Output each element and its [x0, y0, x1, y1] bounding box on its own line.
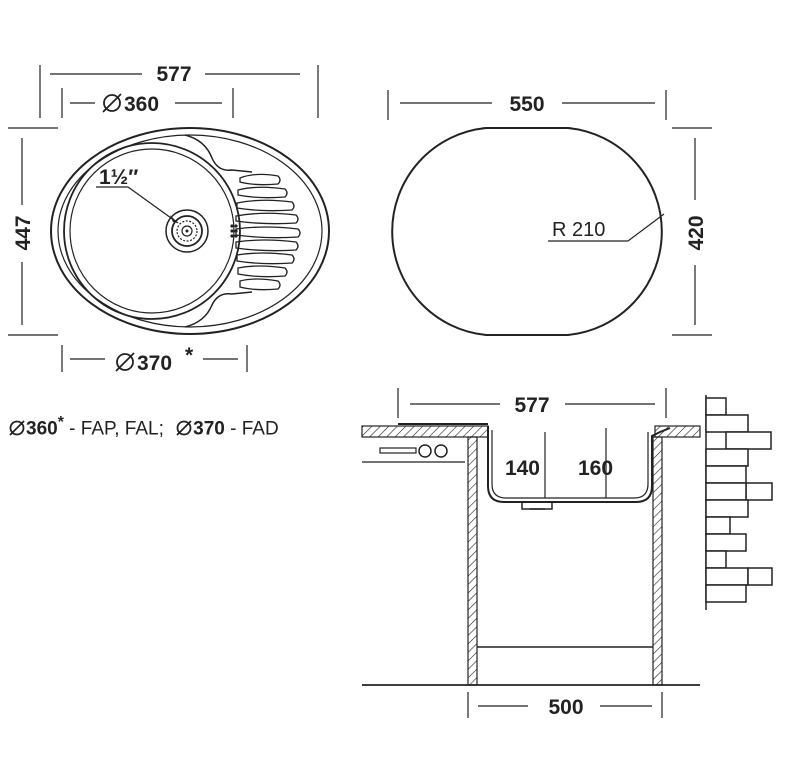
model-notes: 360* - FAP, FAL; 370 - FAD [8, 414, 279, 440]
note-diameter-360: 360 [26, 418, 58, 440]
sink-bowl-inner [69, 148, 235, 314]
cutout-height-label: 420 [685, 215, 708, 250]
cutout-outline [391, 127, 663, 336]
countertop-left [361, 425, 489, 438]
bowl-depth-160-label: 160 [578, 457, 613, 480]
knob-icon [418, 444, 432, 458]
overall-depth-label: 447 [12, 215, 35, 250]
stove-controls [362, 444, 465, 463]
drain-leader-line [127, 186, 179, 224]
knob-icon [434, 444, 448, 458]
overflow-holes [230, 224, 238, 238]
diameter-icon [102, 93, 122, 113]
brick-wall [705, 395, 773, 610]
cutout-width-label: 550 [509, 93, 544, 116]
diameter-icon [115, 352, 135, 372]
sink-bowl [63, 142, 241, 320]
sink-outer-rim [50, 127, 330, 335]
sink-inner-rim [57, 134, 323, 328]
countertop-right [654, 425, 701, 438]
drainer-ribs [235, 173, 301, 291]
drain-pipe [521, 501, 553, 510]
note-models-360: - FAP, FAL; [63, 418, 164, 440]
note-diameter-370: 370 [193, 418, 225, 440]
diameter-icon [9, 420, 25, 436]
drainer-outline [184, 134, 253, 328]
dim-bowl-diameter: 360 [61, 88, 234, 118]
dim-overall-depth: 447 [8, 127, 58, 336]
asterisk-mark: * [185, 344, 194, 367]
bowl-diameter-alt-label: 370 [137, 352, 172, 375]
drain-leader-arrow [170, 215, 178, 223]
dim-bowl-diameter-alt: 370 * [61, 344, 248, 375]
cutout-radius-label: R 210 [552, 219, 605, 241]
dim-cabinet-width: 500 [467, 692, 663, 719]
note-models-370: - FAD [224, 418, 279, 440]
drain-size-label: 1½″ [99, 166, 138, 189]
dim-section-width: 577 [397, 388, 667, 418]
dim-cutout-height: 420 [672, 127, 712, 336]
overall-width-label: 577 [156, 63, 191, 86]
section-width-label: 577 [514, 394, 549, 417]
cabinet-wall-left [467, 436, 478, 686]
dim-cutout-width: 550 [387, 90, 667, 120]
sink-bowl-profile [487, 426, 671, 503]
cabinet-wall-right [652, 436, 663, 686]
top-view: 577 360 447 [8, 63, 330, 375]
section-view: 577 140 160 [361, 388, 773, 719]
cutout-view: 550 420 R 210 [387, 90, 712, 336]
diameter-icon [176, 420, 192, 436]
bowl-depth-140-label: 140 [505, 457, 540, 480]
cabinet-width-label: 500 [548, 696, 583, 719]
dim-overall-width: 577 [39, 63, 319, 118]
note-asterisk: * [57, 414, 64, 431]
drain-strainer-icon [165, 209, 209, 253]
bowl-diameter-label: 360 [124, 93, 159, 116]
